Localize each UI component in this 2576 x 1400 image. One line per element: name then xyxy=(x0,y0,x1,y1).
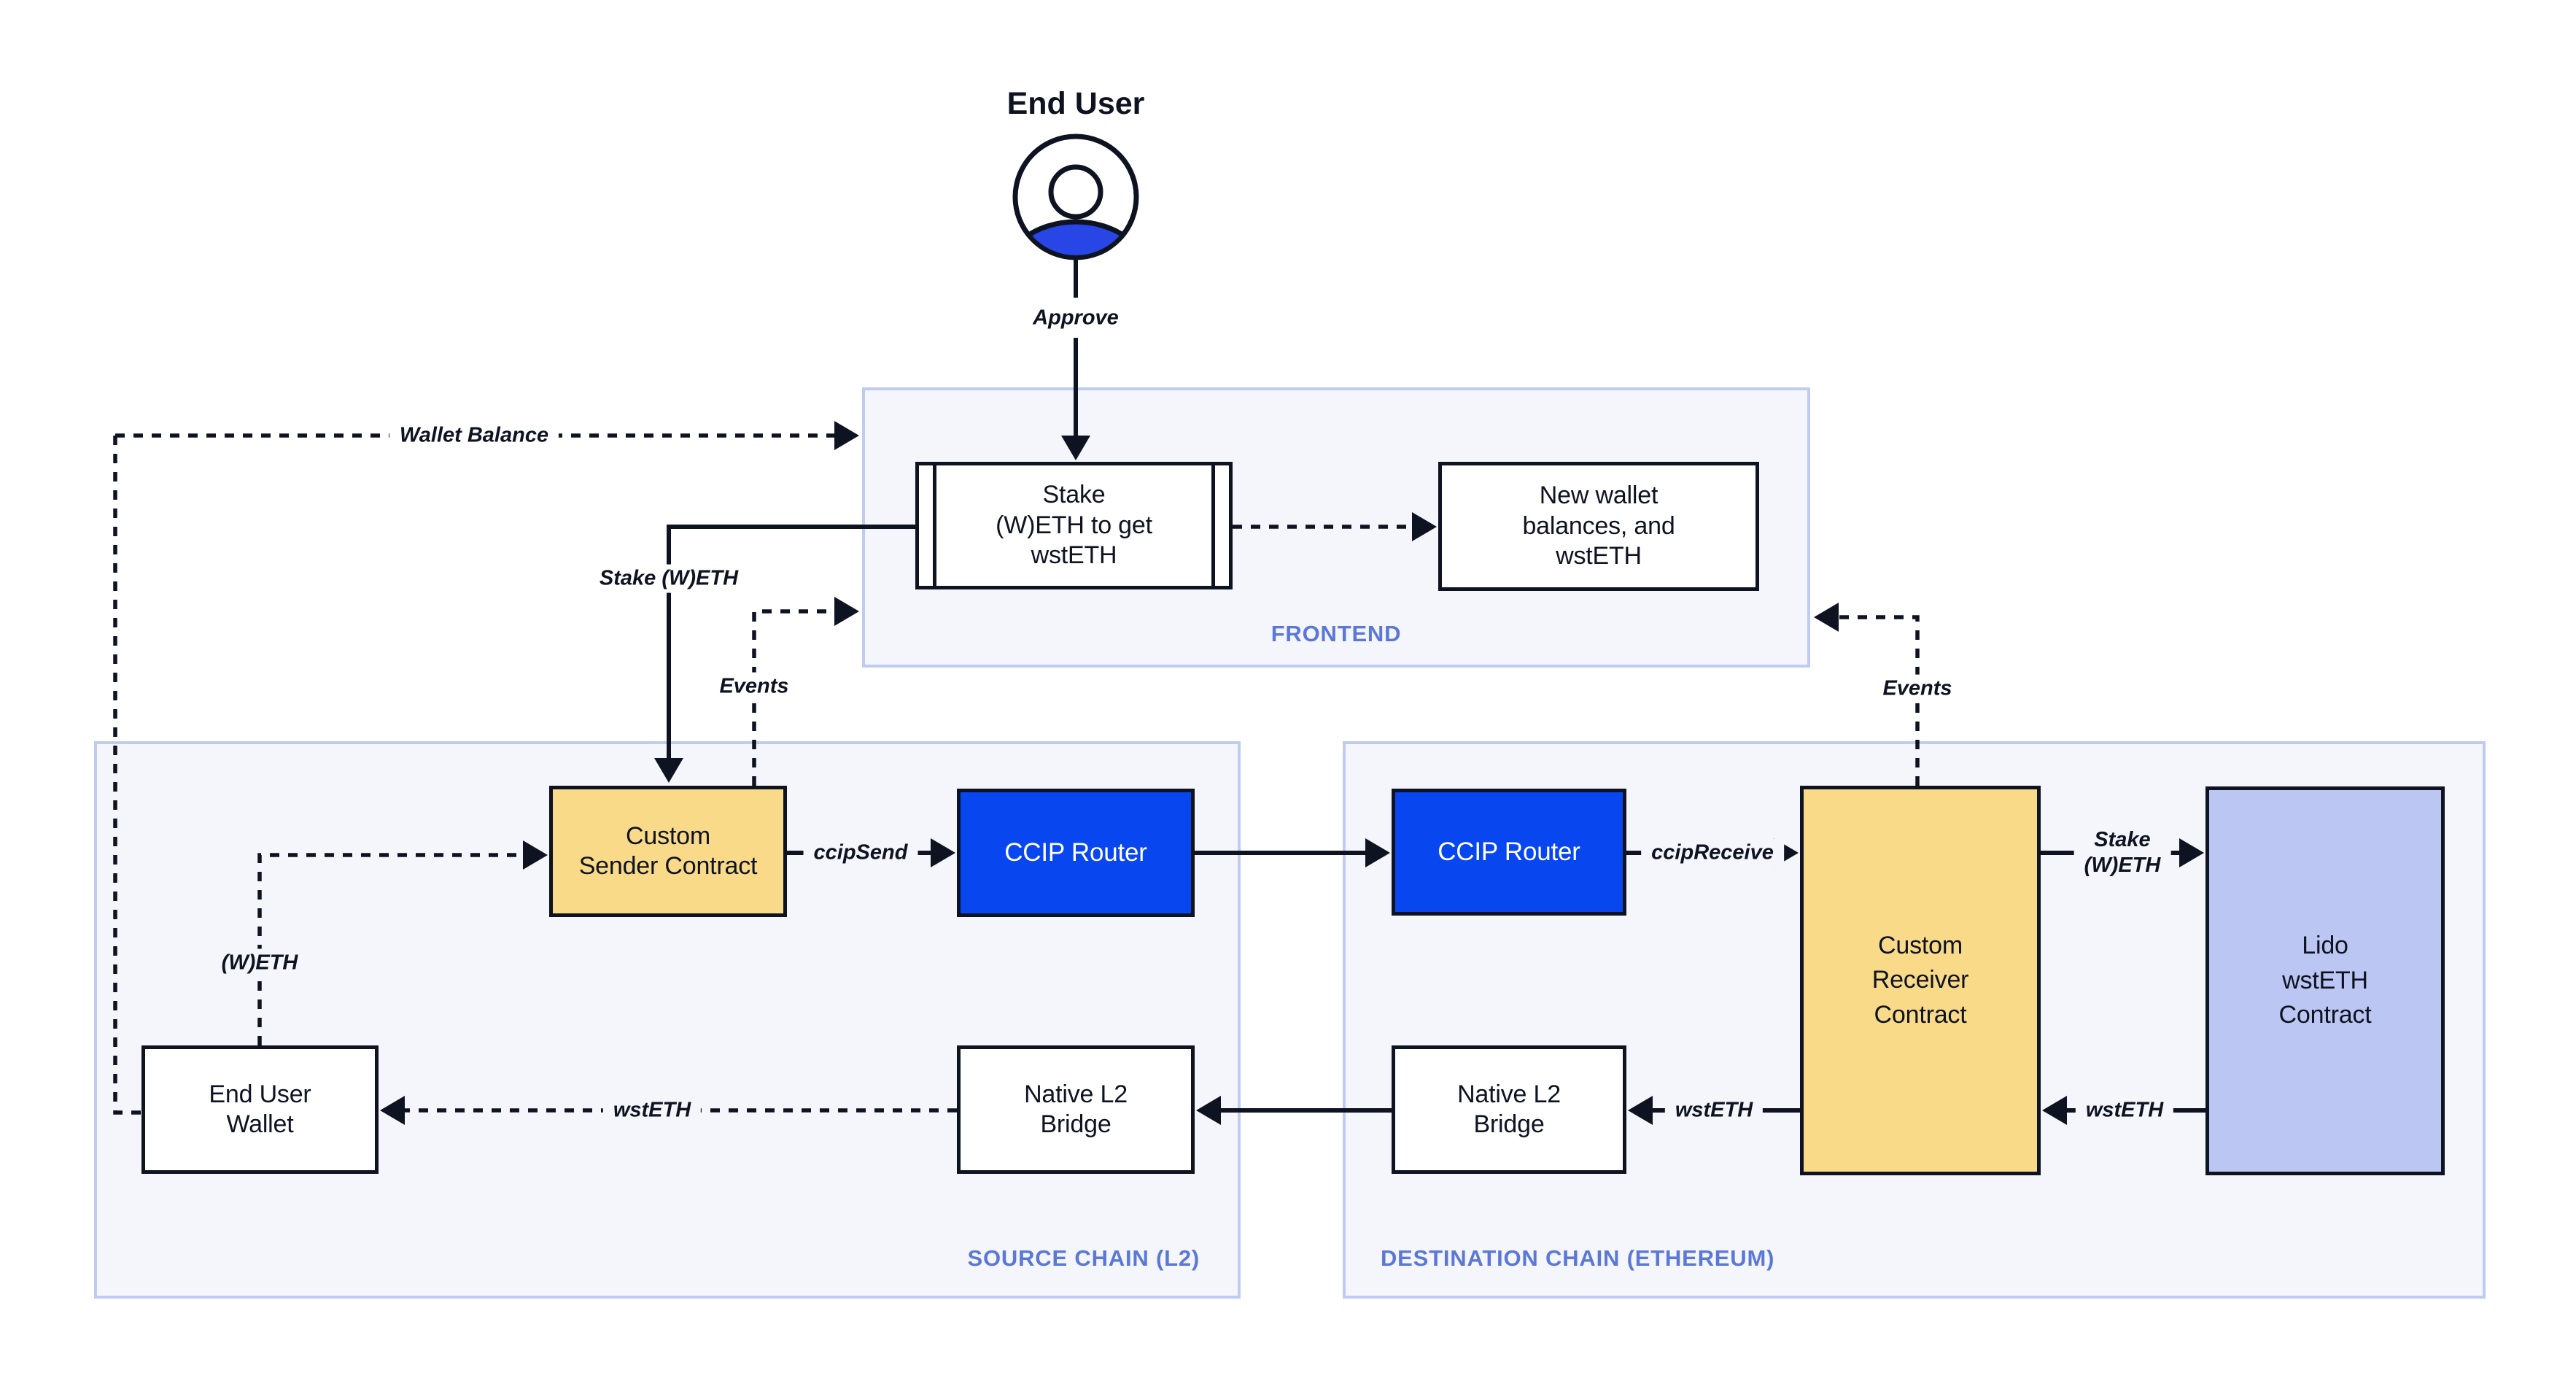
native-l2-bridge-destination-box: Native L2 Bridge xyxy=(1392,1045,1626,1174)
ccipsend-label: ccipSend xyxy=(803,838,918,867)
stake-weth-box: Stake (W)ETH to get wstETH xyxy=(915,462,1233,589)
connector-weth-wallet-to-sender xyxy=(257,853,524,1045)
ccip-router-destination-box: CCIP Router xyxy=(1392,789,1626,916)
connector-events-source xyxy=(752,609,836,786)
custom-receiver-contract-box: Custom Receiver Contract xyxy=(1800,786,2041,1175)
stake-weth-frontend-label: Stake (W)ETH xyxy=(589,564,749,593)
events-source-label: Events xyxy=(709,672,799,701)
lido-wsteth-contract-box: Lido wstETH Contract xyxy=(2205,786,2445,1175)
wsteth-to-bridge-label: wstETH xyxy=(1664,1096,1764,1125)
connector-wallet-balance-down xyxy=(113,436,141,1115)
zone-label-frontend: FRONTEND xyxy=(1270,621,1402,646)
zone-label-destination-chain: DESTINATION CHAIN (ETHEREUM) xyxy=(1381,1245,1775,1271)
native-l2-bridge-source-box: Native L2 Bridge xyxy=(957,1045,1195,1174)
zone-label-source-chain: SOURCE CHAIN (L2) xyxy=(967,1245,1200,1271)
new-wallet-balances-box: New wallet balances, and wstETH xyxy=(1438,462,1759,591)
ccip-router-source-box: CCIP Router xyxy=(957,789,1195,917)
wsteth-to-wallet-label: wstETH xyxy=(602,1096,702,1125)
end-user-title: End User xyxy=(1006,86,1145,121)
wsteth-from-lido-label: wstETH xyxy=(2075,1096,2174,1125)
custom-sender-contract-box: Custom Sender Contract xyxy=(549,786,787,917)
weth-label: (W)ETH xyxy=(211,948,309,978)
connector-events-destination xyxy=(1837,615,1920,786)
stake-weth-lido-label: Stake (W)ETH xyxy=(2073,826,2171,880)
events-destination-label: Events xyxy=(1872,674,1963,703)
connector-stake-weth-to-sender xyxy=(667,525,915,759)
approve-label: Approve xyxy=(1033,306,1119,330)
ccipreceive-label: ccipReceive xyxy=(1641,838,1784,867)
wallet-balance-label: Wallet Balance xyxy=(389,421,559,450)
person-head xyxy=(1048,164,1103,220)
end-user-wallet-box: End User Wallet xyxy=(141,1045,379,1174)
